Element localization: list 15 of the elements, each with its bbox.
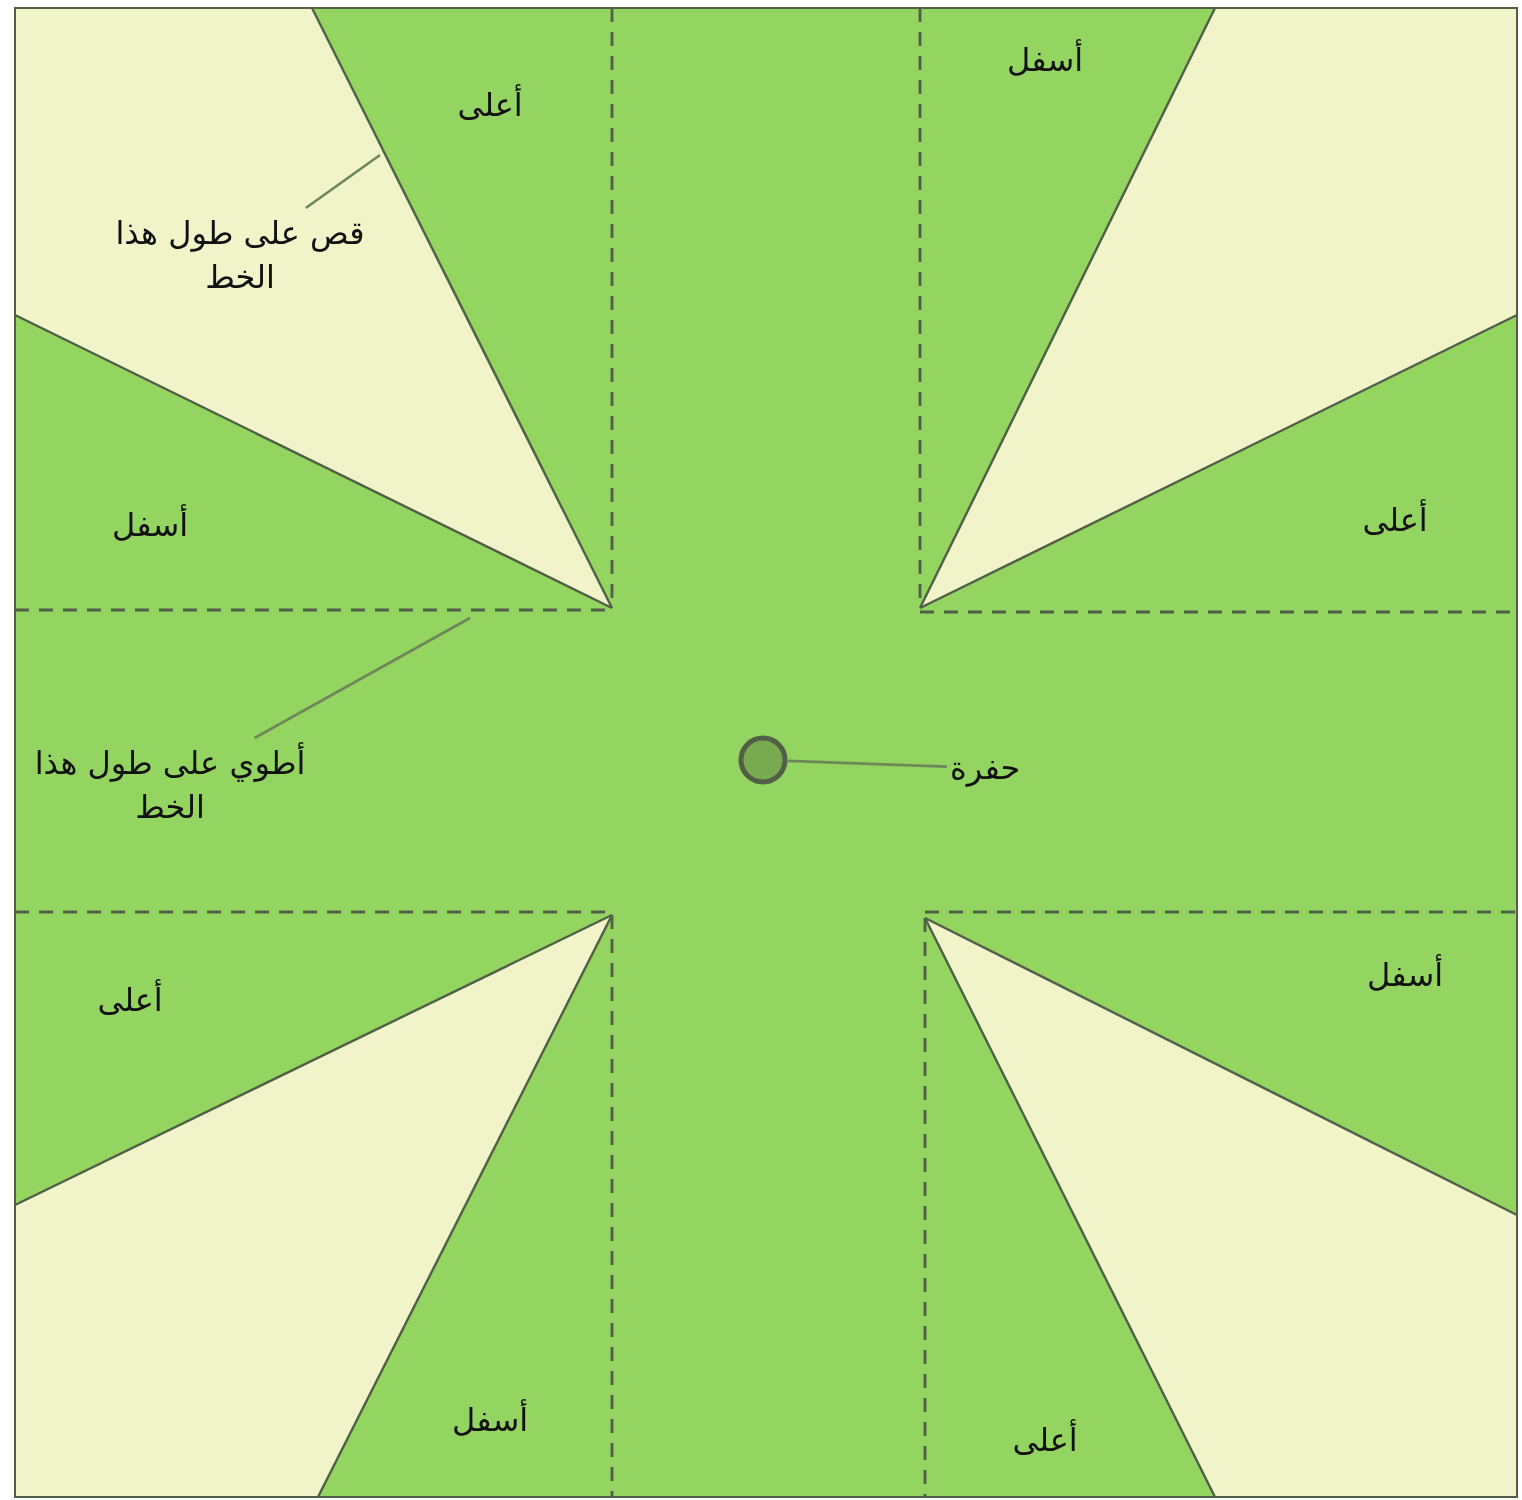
hole — [738, 735, 788, 785]
leader-line — [253, 616, 471, 740]
side-label: أسفل — [1007, 38, 1084, 81]
side-label: أسفل — [452, 1398, 529, 1441]
instruction-text: حفرة — [950, 746, 1021, 790]
instruction-text: قص على طول هذا الخط — [105, 211, 375, 299]
leader-line — [787, 759, 948, 768]
side-label: أعلى — [1362, 498, 1428, 541]
instruction-text: أطوي على طول هذا الخط — [32, 741, 308, 829]
side-label: أعلى — [457, 83, 523, 126]
side-label: أعلى — [97, 978, 163, 1021]
leader-line — [305, 153, 381, 210]
side-label: أسفل — [112, 503, 189, 546]
side-label: أعلى — [1012, 1418, 1078, 1461]
side-label: أسفل — [1367, 953, 1444, 996]
